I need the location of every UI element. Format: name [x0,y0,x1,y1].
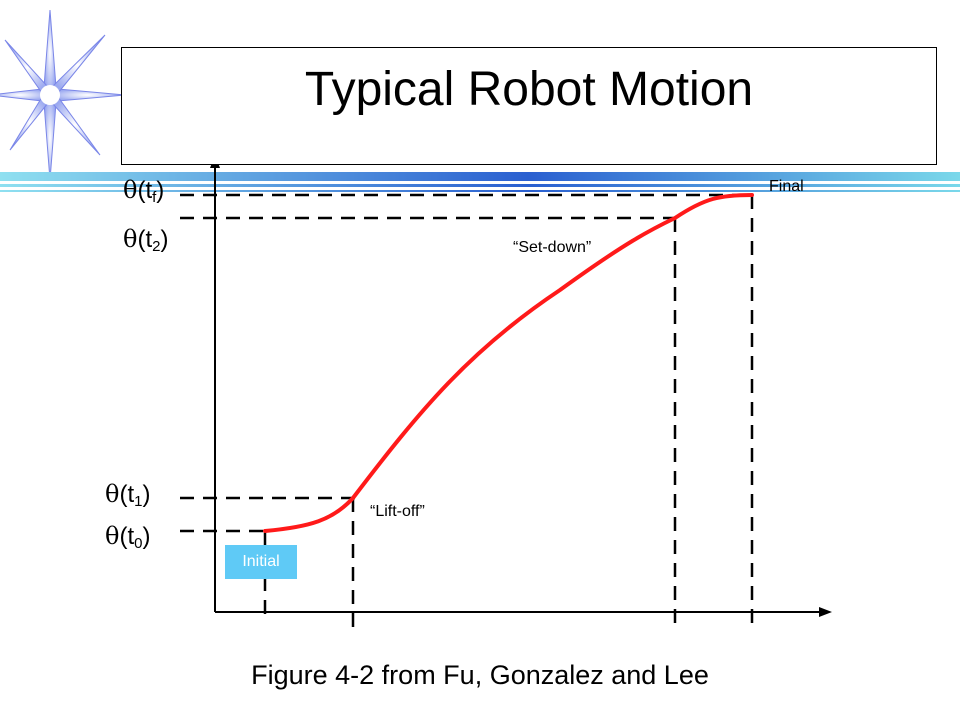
label-theta-t2: θ(t2) [123,225,168,255]
annotation-lift-off: “Lift-off” [370,503,425,520]
label-theta-tf: θ(tf) [123,176,164,206]
label-open: (t [137,226,153,253]
label-close: ) [156,177,165,204]
label-open: (t [119,523,135,550]
label-open: (t [137,177,153,204]
label-close: ) [160,226,169,253]
label-subscript: 0 [134,535,143,552]
theta-symbol: θ [123,225,138,253]
theta-symbol: θ [123,176,138,204]
label-theta-t0: θ(t0) [105,522,150,552]
label-subscript: 2 [152,238,161,255]
label-open: (t [119,481,135,508]
label-close: ) [142,481,151,508]
annotation-initial: Initial [225,545,297,579]
decorative-band [0,172,960,192]
theta-symbol: θ [105,480,120,508]
label-subscript: 1 [134,493,143,510]
x-axis-arrowhead [819,607,832,617]
trajectory-curve [263,193,754,533]
annotation-final: Final [769,178,804,195]
theta-symbol: θ [105,522,120,550]
title-box: Typical Robot Motion [121,47,937,165]
label-close: ) [142,523,151,550]
starburst-icon [0,9,126,181]
figure-caption: Figure 4-2 from Fu, Gonzalez and Lee [251,660,709,690]
slide-title: Typical Robot Motion [304,63,754,116]
label-subscript: f [152,189,157,206]
label-theta-t1: θ(t1) [105,480,150,510]
annotation-set-down: “Set-down” [513,239,592,256]
